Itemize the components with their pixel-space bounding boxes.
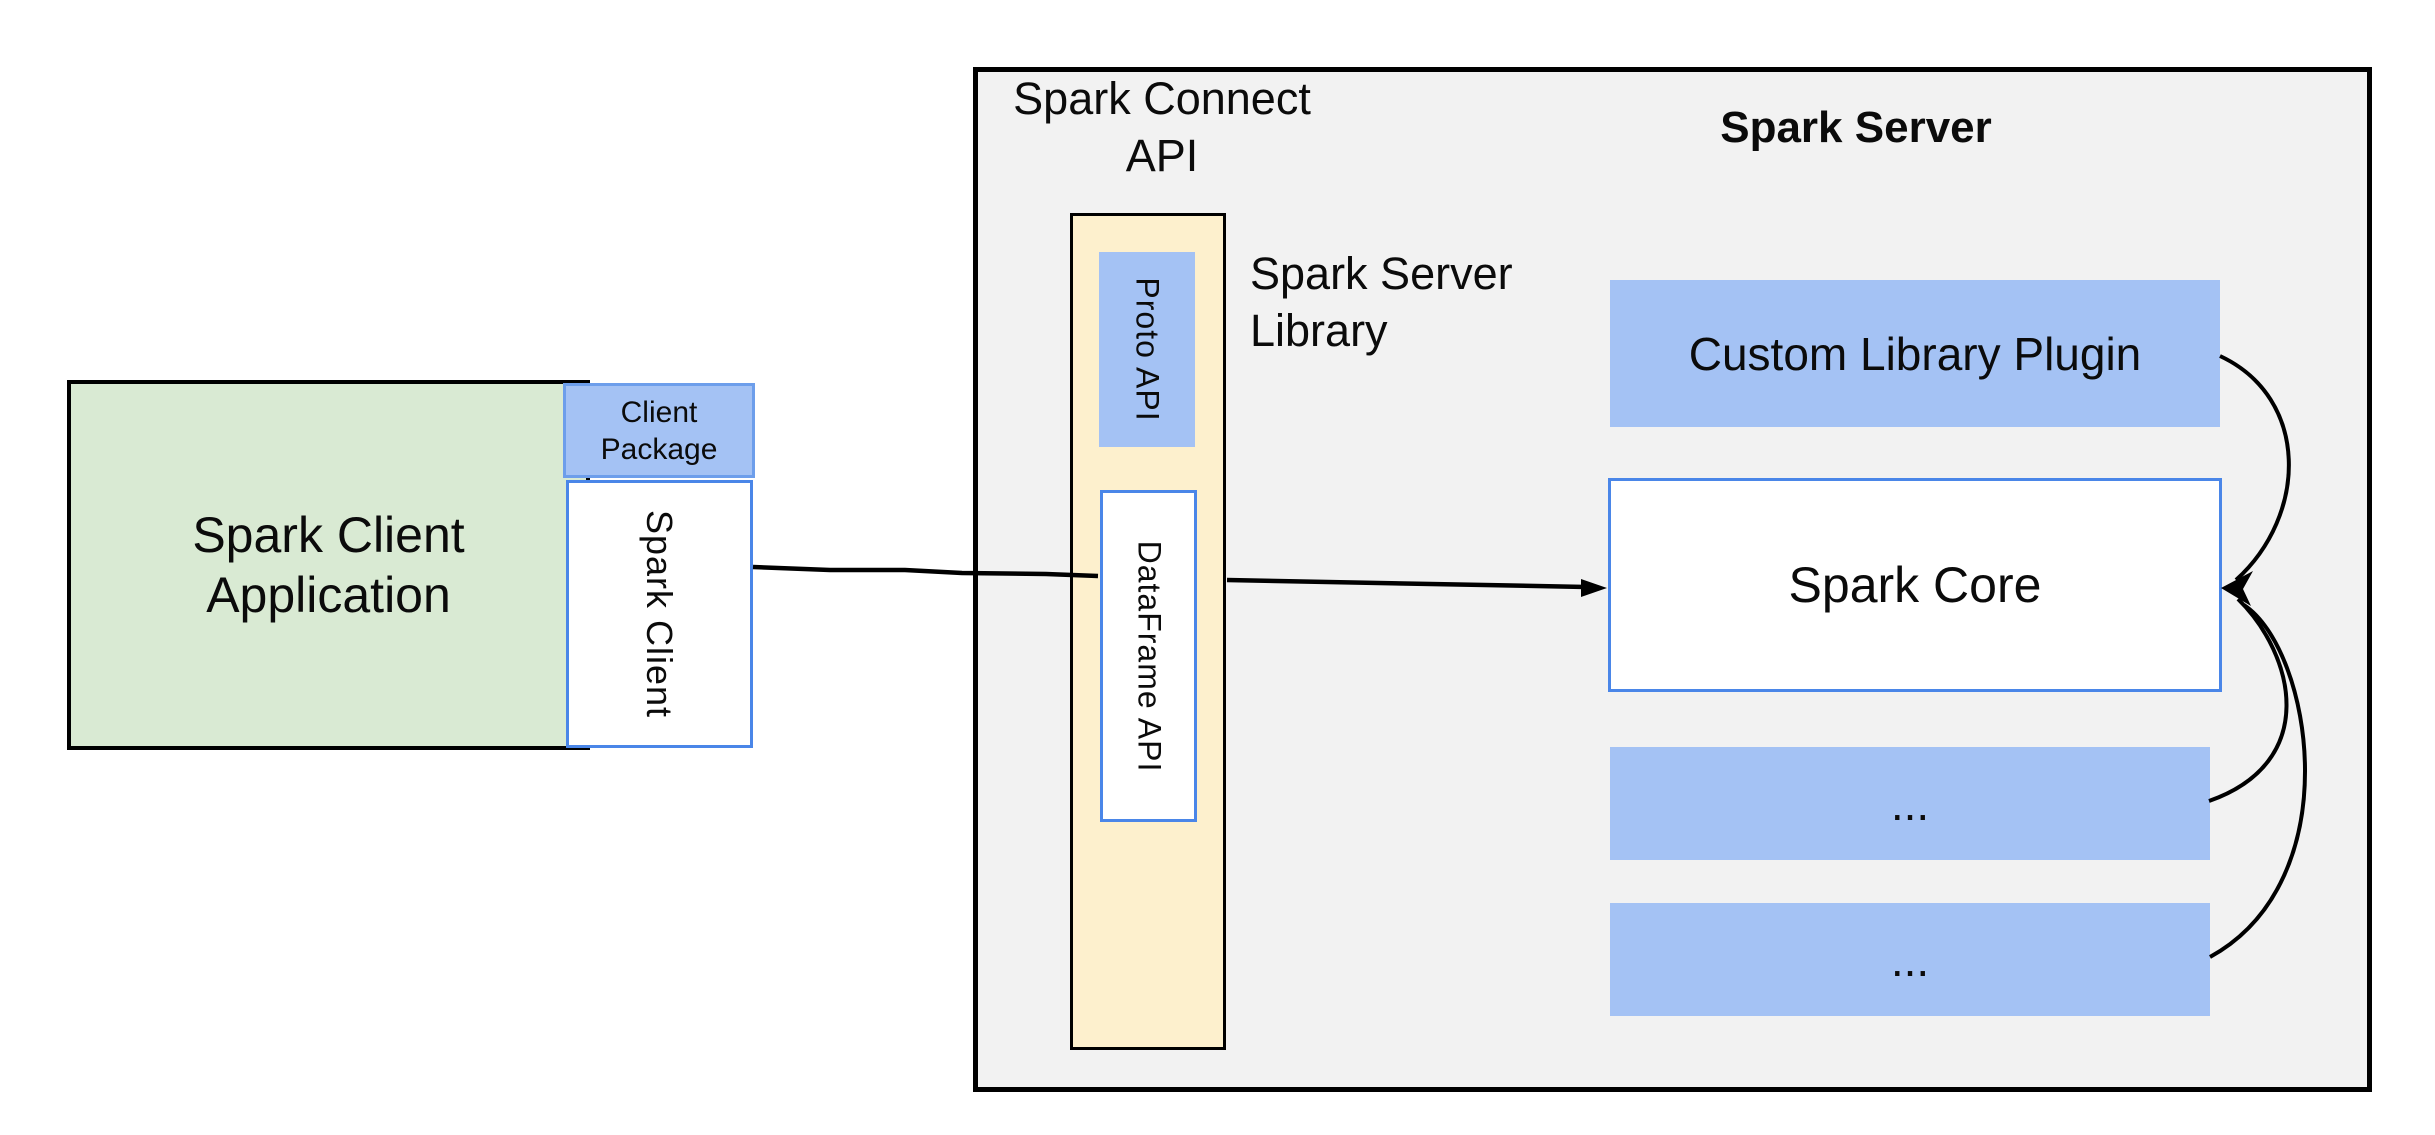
spark-core-box: Spark Core — [1608, 478, 2222, 692]
spark-server-library-label: Spark Server Library — [1250, 248, 1513, 356]
dataframe-api-label: DataFrame API — [1131, 540, 1167, 772]
client-package-box: Client Package — [563, 383, 755, 478]
plugin-slot-1-label: ... — [1890, 777, 1930, 830]
custom-library-plugin-label: Custom Library Plugin — [1688, 327, 2142, 380]
spark-client-box: Spark Client — [566, 480, 753, 748]
proto-api-box: Proto API — [1099, 252, 1195, 447]
dataframe-api-box: DataFrame API — [1100, 490, 1197, 822]
spark-connect-api-title: Spark Connect API — [1013, 73, 1311, 181]
spark-client-application-label: Spark Client Application — [192, 507, 465, 623]
plugin-slot-2-label: ... — [1890, 933, 1930, 986]
client-package-label: Client Package — [600, 395, 718, 466]
spark-client-application-box: Spark Client Application — [67, 380, 590, 750]
spark-server-title: Spark Server — [1720, 103, 1992, 152]
proto-api-label: Proto API — [1129, 277, 1166, 422]
spark-client-label: Spark Client — [639, 509, 681, 719]
plugin-slot-2-box: ... — [1610, 903, 2210, 1016]
spark-core-label: Spark Core — [1788, 557, 2042, 613]
plugin-slot-1-box: ... — [1610, 747, 2210, 860]
custom-library-plugin-box: Custom Library Plugin — [1610, 280, 2220, 427]
